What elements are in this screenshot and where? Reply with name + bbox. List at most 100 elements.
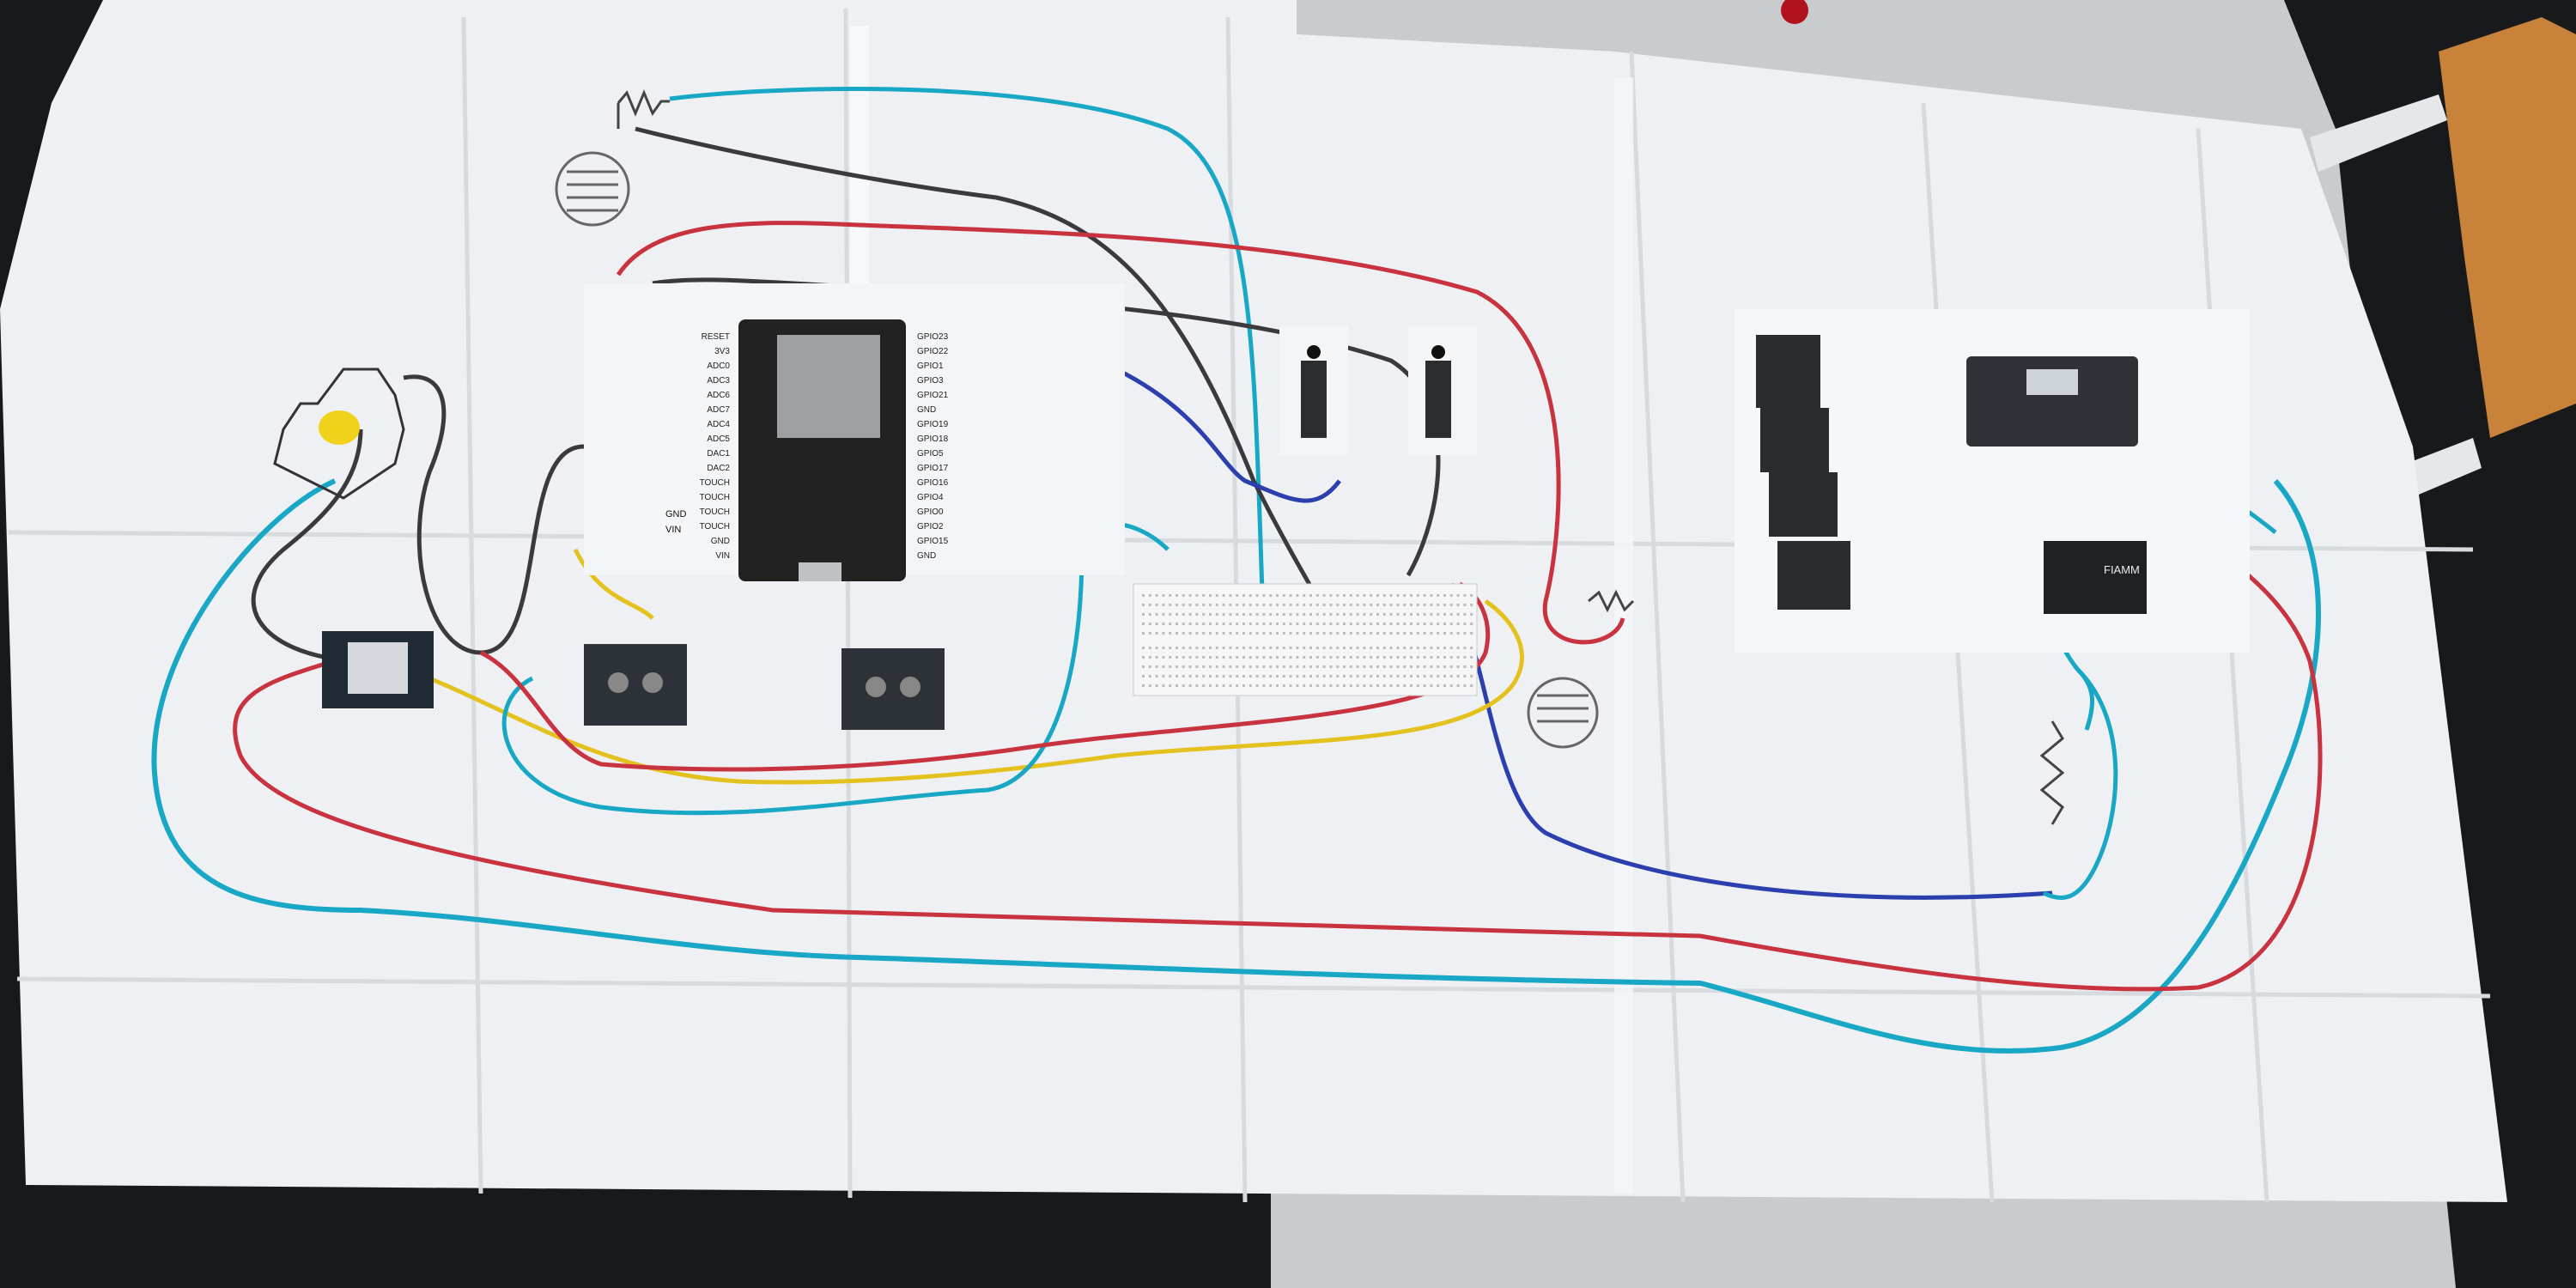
breadboard-hole	[1343, 594, 1346, 597]
breadboard-hole	[1430, 665, 1433, 668]
breadboard-hole	[1370, 675, 1373, 677]
breadboard-hole	[1463, 656, 1467, 659]
breadboard-hole	[1423, 665, 1426, 668]
wire-red	[233, 487, 2323, 992]
breadboard-hole	[1470, 613, 1473, 616]
battery[interactable]: FIAMM	[2044, 541, 2147, 614]
breadboard-hole	[1410, 632, 1413, 635]
breadboard-hole	[1382, 647, 1386, 649]
breadboard-hole	[1315, 604, 1319, 606]
tape-strip	[850, 26, 869, 309]
breadboard-hole	[1336, 675, 1340, 677]
breadboard-hole	[1229, 604, 1232, 606]
breadboard-hole	[1470, 594, 1473, 597]
breadboard-hole	[1282, 613, 1285, 616]
breadboard-hole	[1176, 665, 1178, 668]
ldr-symbol	[555, 151, 630, 227]
breadboard-hole	[1356, 604, 1359, 606]
pir-sensor-2[interactable]	[841, 648, 945, 730]
breadboard-hole	[1182, 647, 1185, 649]
breadboard-hole	[1229, 632, 1232, 635]
breadboard-hole	[1255, 684, 1259, 687]
pin-label: 3V3	[714, 347, 730, 356]
lamp-drawing	[273, 368, 405, 500]
breadboard-hole	[1282, 665, 1285, 668]
breadboard-hole	[1416, 675, 1419, 677]
breadboard-hole	[1322, 604, 1326, 606]
breadboard-hole	[1416, 594, 1419, 597]
breadboard-hole	[1430, 684, 1433, 687]
breadboard-hole	[1236, 604, 1239, 606]
flame-sensor-1[interactable]	[1279, 326, 1348, 455]
breadboard-hole	[1416, 665, 1419, 668]
breadboard-hole	[1376, 632, 1379, 635]
pin-label: ADC0	[707, 361, 730, 371]
wire-red	[479, 581, 1491, 772]
breadboard-hole	[1262, 604, 1266, 606]
breadboard-hole	[1188, 604, 1192, 606]
breadboard-hole	[1276, 613, 1279, 616]
relay-module[interactable]	[322, 631, 434, 708]
breadboard-hole	[1195, 647, 1199, 649]
breadboard-hole	[1463, 632, 1467, 635]
breadboard-hole	[1249, 656, 1252, 659]
breadboard-hole	[1389, 594, 1393, 597]
pin-label: DAC1	[707, 449, 730, 459]
breadboard-hole	[1443, 604, 1446, 606]
flame-sensor-2[interactable]	[1408, 326, 1477, 455]
breadboard-hole	[1396, 594, 1400, 597]
breadboard-hole	[1249, 604, 1252, 606]
wire-black	[403, 374, 585, 655]
breadboard-hole	[1289, 647, 1292, 649]
breadboard-hole	[1195, 632, 1199, 635]
breadboard-hole	[1202, 684, 1206, 687]
breadboard-hole	[1443, 647, 1446, 649]
breadboard-hole	[1195, 604, 1199, 606]
breadboard-hole	[1315, 647, 1319, 649]
breadboard-hole	[1269, 594, 1273, 597]
breadboard-hole	[1162, 675, 1165, 677]
breadboard-hole	[1182, 623, 1185, 625]
breadboard-hole	[1222, 647, 1225, 649]
breadboard-hole	[1162, 665, 1165, 668]
breadboard-hole	[1215, 665, 1218, 668]
breadboard-hole	[1363, 665, 1366, 668]
solar-panels[interactable]	[1756, 335, 1850, 610]
breadboard-hole	[1269, 675, 1273, 677]
breadboard[interactable]	[1133, 583, 1478, 696]
breadboard-hole	[1423, 675, 1426, 677]
breadboard-hole	[1430, 604, 1433, 606]
pir-sensor-1[interactable]	[584, 644, 687, 726]
breadboard-hole	[1249, 665, 1252, 668]
breadboard-hole	[1182, 604, 1185, 606]
breadboard-hole	[1376, 647, 1379, 649]
pin-label: RESET	[702, 332, 730, 342]
charge-controller[interactable]	[1966, 356, 2138, 447]
breadboard-hole	[1255, 665, 1259, 668]
breadboard-hole	[1410, 623, 1413, 625]
breadboard-hole	[1470, 632, 1473, 635]
breadboard-hole	[1182, 684, 1185, 687]
breadboard-hole	[1416, 684, 1419, 687]
breadboard-hole	[1303, 656, 1306, 659]
breadboard-hole	[1423, 684, 1426, 687]
breadboard-hole	[1262, 684, 1266, 687]
breadboard-hole	[1437, 656, 1440, 659]
breadboard-hole	[1430, 623, 1433, 625]
breadboard-hole	[1195, 684, 1199, 687]
breadboard-hole	[1215, 604, 1218, 606]
breadboard-hole	[1148, 647, 1151, 649]
breadboard-hole	[1349, 623, 1352, 625]
breadboard-hole	[1169, 594, 1172, 597]
breadboard-hole	[1142, 594, 1145, 597]
breadboard-hole	[1315, 684, 1319, 687]
breadboard-hole	[1403, 632, 1406, 635]
esp32-module-shield	[777, 335, 880, 438]
pin-label: GPIO15	[917, 537, 949, 546]
wire-blue	[1449, 582, 2053, 900]
breadboard-hole	[1336, 656, 1340, 659]
breadboard-hole	[1416, 647, 1419, 649]
breadboard-hole	[1176, 675, 1178, 677]
breadboard-hole	[1449, 684, 1453, 687]
breadboard-hole	[1389, 684, 1393, 687]
